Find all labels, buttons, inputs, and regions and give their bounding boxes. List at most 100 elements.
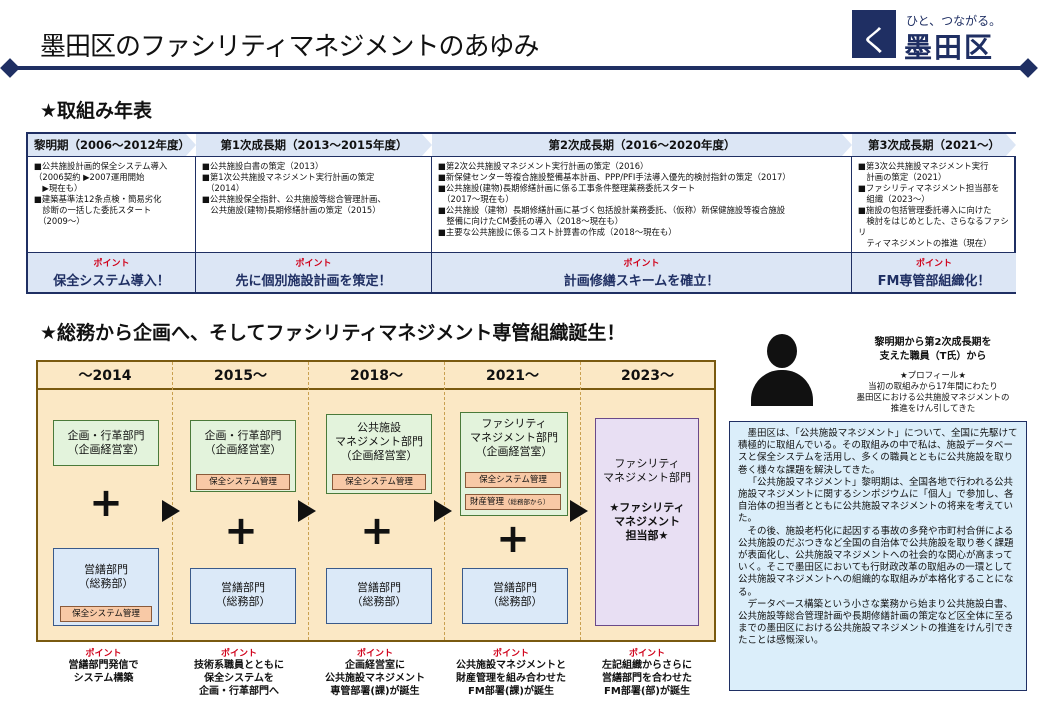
list-item: ■第3次公共施設マネジメント実行 [858,161,989,171]
list-item: （2017～現在も） [438,194,514,204]
org-dept-box: 営繕部門（総務部） [190,568,296,624]
list-item: 整備に向けたCM委託の導入（2018～現在も） [438,216,624,226]
staff-title: 黎明期から第2次成長期を支えた職員（T氏）から [874,337,992,362]
point-tag: ポイント [915,259,952,269]
list-item: ■新保健センター等複合施設整備基本計画、PPP/PFI手法導入優先的検討指針の策… [438,172,791,182]
phase-items: ■第3次公共施設マネジメント実行 計画の策定（2021） ■ファシリティマネジメ… [852,156,1016,252]
org-point: ポイント 技術系職員とともに保全システムを企画・行革部門へ [171,646,307,698]
plus-icon: + [496,516,530,562]
list-item: ▶現在も） [34,183,83,193]
list-item: ■主要な公共施設に係るコスト計算書の作成（2018～現在も） [438,227,677,237]
logo-mark-icon: く [852,10,896,59]
list-item: ■公共施設計画的保全システム導入 [34,161,168,171]
phase-items: ■第2次公共施設マネジメント実行計画の策定（2016） ■新保健センター等複合施… [432,156,852,252]
phase-items: ■公共施設計画的保全システム導入 （2006契約 ▶2007運用開始 ▶現在も）… [28,156,196,252]
arrow-right-icon [298,500,316,522]
point-tag: ポイント [356,649,393,659]
org-year: 2023～ [581,362,714,390]
org-tag: 保全システム管理 [465,472,561,488]
logo-tagline: ひと、つながる。 [906,14,1002,28]
phase-header: 第2次成長期（2016～2020年度） [432,134,852,156]
list-item: ■第2次公共施設マネジメント実行計画の策定（2016） [438,161,649,171]
quote-paragraph: 墨田区は、「公共施設マネジメント」について、全国に先駆けて積極的に取組んでいる。… [738,428,1018,476]
section-title-org: ★総務から企画へ、そしてファシリティマネジメント専管組織誕生！ [40,322,626,344]
org-dept-box: 企画・行革部門（企画経営室） [53,420,159,466]
org-year: ～2014 [38,362,172,390]
divider-end-right [1018,58,1038,78]
list-item: ■公共施設白書の策定（2013） [202,161,324,171]
list-item: 計画の策定（2021） [858,172,947,182]
person-silhouette-icon [747,334,815,406]
quote-paragraph: データベース構築という小さな業務から始まり公共施設白書、公共施設等総合管理計画や… [738,598,1014,647]
org-tag: 保全システム管理 [60,606,152,622]
list-item: ■公共施設保全指針、公共施設等総合管理計画、 [202,194,386,204]
point-tag: ポイント [623,259,660,269]
list-item: （2014） [202,183,245,193]
org-column: 2021～ ファシリティマネジメント部門（企画経営室） 保全システム管理 財産管… [445,362,581,640]
phase-point: ポイント 先に個別施設計画を策定！ [196,252,432,292]
org-column: ～2014 企画・行革部門（企画経営室） + 営繕部門（総務部） 保全システム管… [38,362,173,640]
phase-point: ポイント 計画修繕スキームを確立！ [432,252,852,292]
plus-icon: + [224,508,258,554]
quote-paragraph: その後、施設老朽化に起因する事故の多発や市町村合併による公共施設のだぶつきなど全… [738,525,1014,598]
org-dept-box: ファシリティマネジメント部門 ★ファシリティ マネジメント 担当部★ [595,418,699,626]
list-item: ■ファシリティマネジメント担当部を [858,183,1000,193]
point-tag: ポイント [85,649,122,659]
arrow-right-icon [570,500,588,522]
page-title: 墨田区のファシリティマネジメントのあゆみ [40,32,539,62]
sumida-logo: く ひと、つながる。 墨田区 [852,10,1028,64]
org-point: ポイント 営繕部門発信でシステム構築 [36,646,171,685]
point-text: 計画修繕スキームを確立！ [563,274,720,289]
org-year: 2021～ [445,362,580,390]
logo-name: 墨田区 [904,31,995,64]
org-dept-box: 営繕部門（総務部） [326,568,432,624]
staff-profile: ★プロフィール★ 当初の取組みから17年間にわたり 墨田区における公共施設マネジ… [856,371,1010,414]
phase-point: ポイント 保全システム導入！ [28,252,196,292]
list-item: 公共施設(建物)長期修繕計画の策定（2015） [202,205,381,215]
list-item: 検討をはじめとした、さらなるファシリ [858,216,1009,237]
org-dept-box: 営繕部門（総務部） [462,568,568,624]
point-tag: ポイント [93,259,130,269]
list-item: 組織（2023～） [858,194,930,204]
org-column: 2018～ 公共施設マネジメント部門（企画経営室） 保全システム管理 + 営繕部… [309,362,445,640]
org-tag: 財産管理（総務部から） [465,494,561,510]
org-column: 2015～ 企画・行革部門（企画経営室） 保全システム管理 + 営繕部門（総務部… [173,362,309,640]
list-item: （2009～） [34,216,85,226]
quote-paragraph: 「公共施設マネジメント」黎明期は、全国各地で行われる公共施設マネジメントに関する… [738,476,1014,525]
org-year: 2018～ [309,362,444,390]
section-title-timeline: ★取組み年表 [40,100,153,122]
point-text: 先に個別施設計画を策定！ [235,274,392,289]
org-column: 2023～ ファシリティマネジメント部門 ★ファシリティ マネジメント 担当部★ [581,362,714,640]
phase-header: 第1次成長期（2013～2015年度） [196,134,432,156]
list-item: ■建築基準法12条点検・簡易劣化 [34,194,162,204]
list-item: （2006契約 ▶2007運用開始 [34,172,145,182]
plus-icon: + [360,508,394,554]
arrow-right-icon [434,500,452,522]
point-text: FM専管部組織化！ [877,274,991,289]
org-tag: 保全システム管理 [332,474,426,490]
list-item: ■施設の包括管理委託導入に向けた [858,205,992,215]
point-tag: ポイント [220,649,257,659]
list-item: ティマネジメントの推進（現在） [858,238,992,248]
list-item: ■公共施設(建物)長期修繕計画に係る工事条件整理業務委託スタート [438,183,696,193]
phase-header: 第3次成長期（2021～） [852,134,1016,156]
org-chart: ～2014 企画・行革部門（企画経営室） + 営繕部門（総務部） 保全システム管… [36,360,716,642]
phase-point: ポイント FM専管部組織化！ [852,252,1016,292]
list-item: 診断の一括した委託スタート [34,205,152,215]
plus-icon: + [89,480,123,526]
staff-quote: 墨田区は、「公共施設マネジメント」について、全国に先駆けて積極的に取組んでいる。… [729,421,1027,691]
org-tag: 保全システム管理 [196,474,290,490]
point-tag: ポイント [628,649,665,659]
divider-end-left [0,58,20,78]
arrow-right-icon [162,500,180,522]
phase-header: 黎明期（2006～2012年度） [28,134,196,156]
org-point: ポイント 企画経営室に公共施設マネジメント専管部署(課)が誕生 [307,646,443,698]
timeline-table: 黎明期（2006～2012年度） 第1次成長期（2013～2015年度） 第2次… [26,132,1016,294]
list-item: ■第1次公共施設マネジメント実行計画の策定 [202,172,375,182]
phase-items: ■公共施設白書の策定（2013） ■第1次公共施設マネジメント実行計画の策定 （… [196,156,432,252]
org-year: 2015～ [173,362,308,390]
point-text: 保全システム導入！ [53,274,170,289]
point-tag: ポイント [492,649,529,659]
